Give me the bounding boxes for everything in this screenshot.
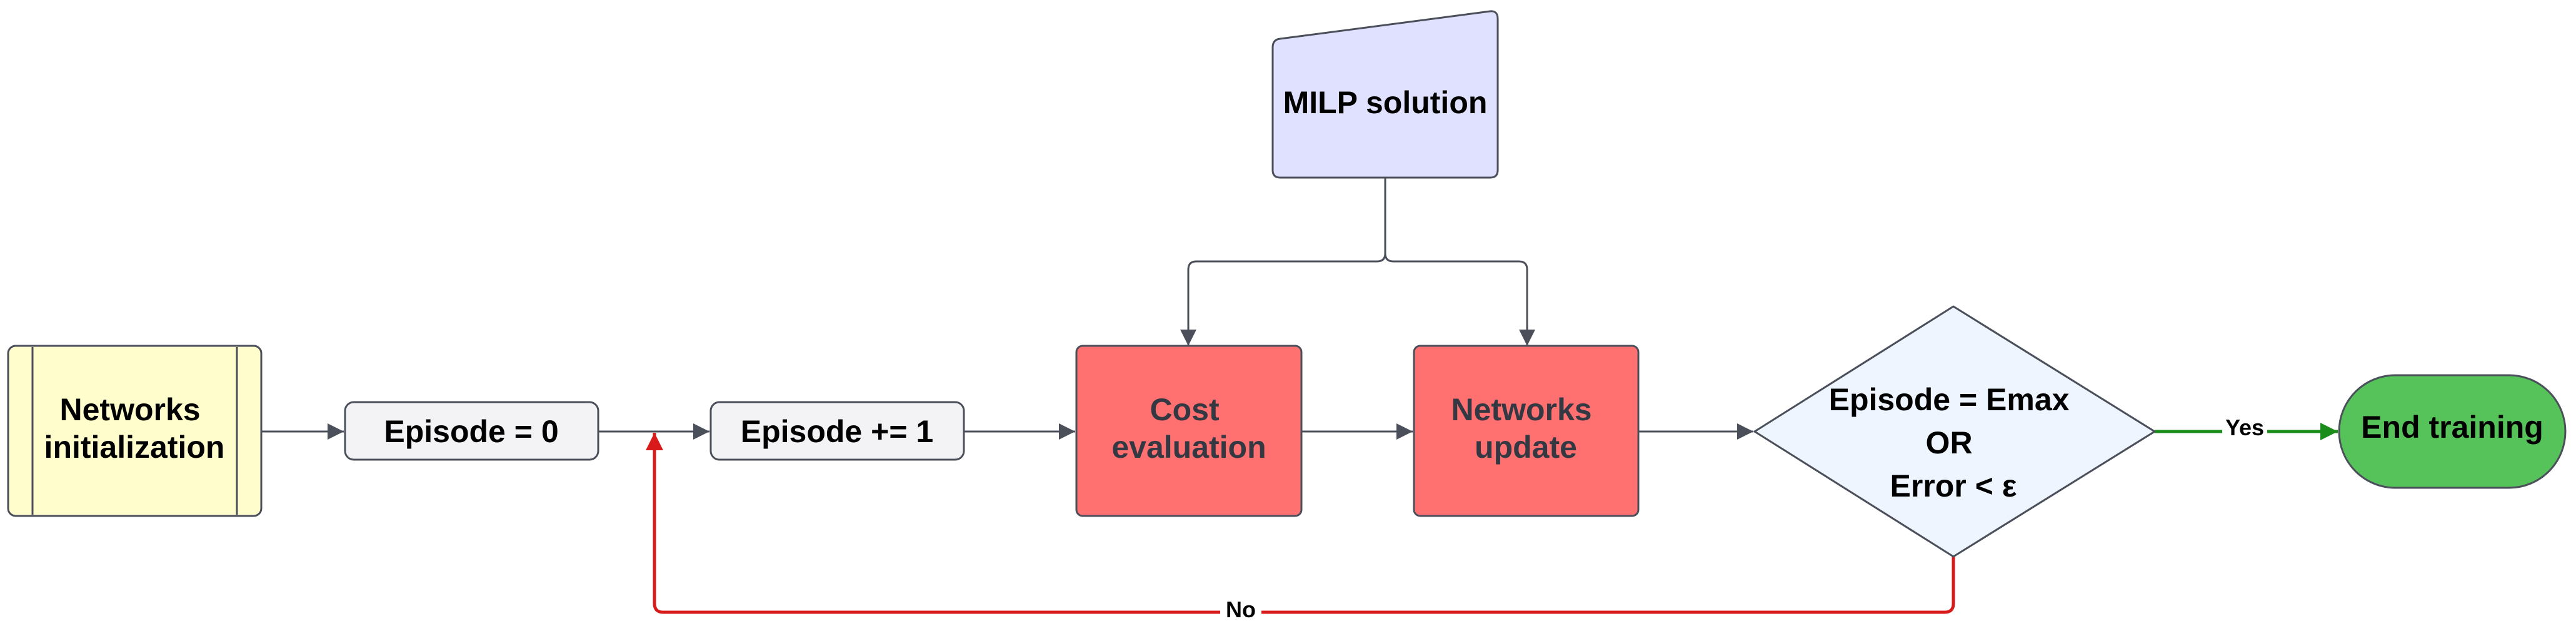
milp-solution-label: MILP solution xyxy=(1283,85,1488,120)
episode-increment-label: Episode += 1 xyxy=(741,414,933,449)
edge-labels: Yes No xyxy=(1220,415,2267,625)
networks-init-line-2: initialization xyxy=(44,430,225,465)
cost-evaluation-line-2: evaluation xyxy=(1111,430,1266,465)
node-milp-solution: MILP solution xyxy=(1271,10,1499,179)
edges xyxy=(261,178,2338,614)
decision-line-2: OR xyxy=(1926,425,1973,460)
end-training-shape xyxy=(2338,374,2567,489)
edge-no-loop xyxy=(646,433,1955,614)
networks-update-shape xyxy=(1413,345,1640,517)
end-training-label: End training xyxy=(2361,410,2543,445)
no-label: No xyxy=(1226,597,1256,622)
svg-text:Networks update: Networks update xyxy=(1451,392,1601,465)
cost-evaluation-shape xyxy=(1075,345,1303,517)
networks-init-line-1: Networks xyxy=(60,392,201,427)
decision-shape xyxy=(1753,305,2156,558)
networks-update-line-1: Networks xyxy=(1451,392,1592,427)
node-end-training: End training xyxy=(2338,374,2567,489)
node-episode-zero: Episode = 0 xyxy=(344,401,599,461)
decision-line-3: Error < ε xyxy=(1890,468,2017,503)
networks-update-line-2: update xyxy=(1475,430,1577,465)
episode-zero-label: Episode = 0 xyxy=(384,414,558,449)
decision-line-1: Episode = Emax xyxy=(1829,382,2070,417)
svg-text:Episode = Emax OR: Episode = Emax OR Error < ε xyxy=(1829,382,2078,503)
edge-milp-split xyxy=(1384,178,1535,346)
episode-increment-shape xyxy=(709,401,965,461)
node-networks-initialization: Networks initialization xyxy=(7,345,263,517)
yes-label: Yes xyxy=(2225,415,2264,440)
edge-milp-to-cost xyxy=(1180,253,1386,346)
milp-solution-shape xyxy=(1271,10,1499,179)
node-episode-increment: Episode += 1 xyxy=(709,401,965,461)
svg-text:Cost evaluation: Cost evaluation xyxy=(1111,392,1266,465)
svg-text:Networks initialization: Networks initialization xyxy=(44,392,225,465)
episode-zero-shape xyxy=(344,401,599,461)
cost-evaluation-line-1: Cost xyxy=(1150,392,1219,427)
node-networks-update: Networks update xyxy=(1413,345,1640,517)
node-cost-evaluation: Cost evaluation xyxy=(1075,345,1303,517)
node-decision: Episode = Emax OR Error < ε xyxy=(1753,305,2156,558)
networks-init-shape xyxy=(7,345,263,517)
